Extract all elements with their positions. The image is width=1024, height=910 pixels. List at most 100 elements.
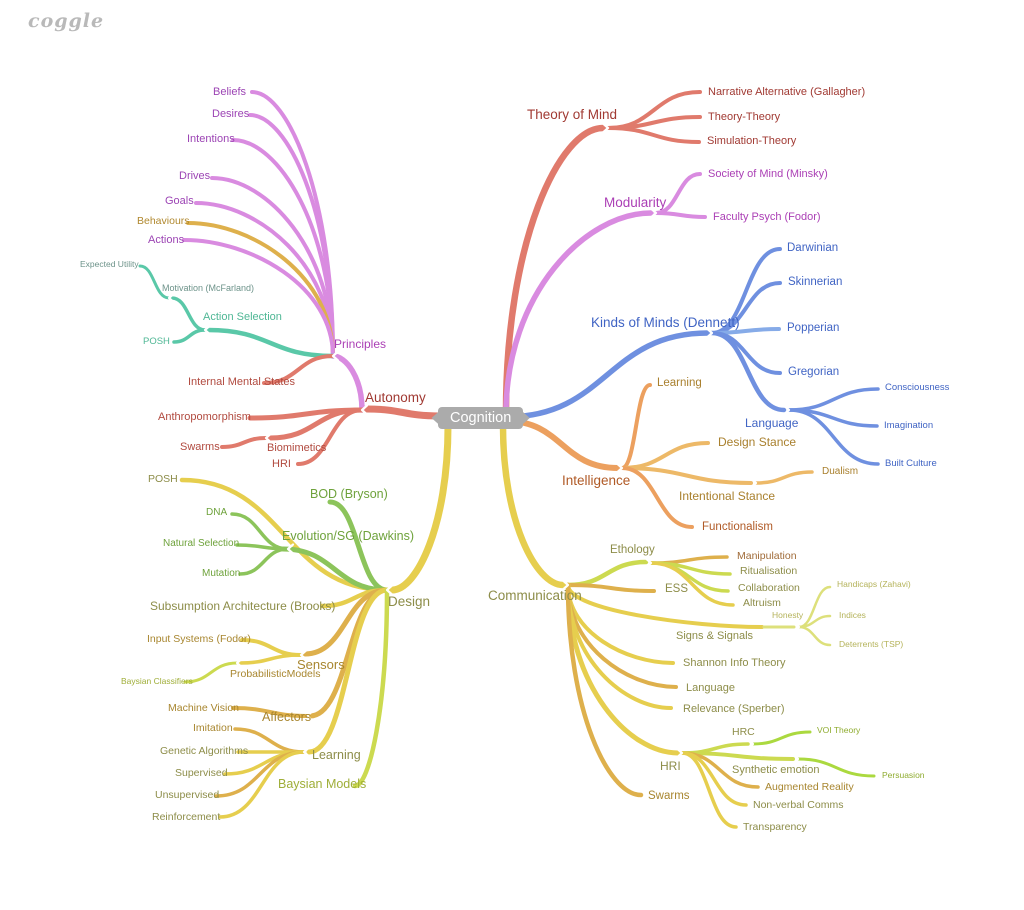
node-biomimetics[interactable]: Biomimetics bbox=[267, 442, 327, 454]
branch-posh_design[interactable] bbox=[179, 477, 390, 593]
branch-simulation[interactable] bbox=[606, 126, 701, 144]
node-posh_teal[interactable]: POSH bbox=[143, 336, 170, 347]
node-subsumption[interactable]: Subsumption Architecture (Brooks) bbox=[150, 599, 336, 613]
branch-design[interactable] bbox=[388, 422, 452, 594]
node-modularity[interactable]: Modularity bbox=[604, 195, 667, 210]
branch-consciousness[interactable] bbox=[787, 387, 880, 412]
node-imagination[interactable]: Imagination bbox=[884, 420, 934, 431]
node-built_culture[interactable]: Built Culture bbox=[885, 458, 937, 469]
node-manipulation[interactable]: Manipulation bbox=[737, 550, 797, 562]
node-augmented[interactable]: Augmented Reality bbox=[765, 781, 854, 793]
node-posh_design[interactable]: POSH bbox=[148, 473, 178, 485]
branch-signs[interactable] bbox=[566, 583, 764, 629]
node-ess[interactable]: ESS bbox=[665, 583, 689, 595]
branch-evolution[interactable] bbox=[280, 546, 390, 593]
branch-indices[interactable] bbox=[797, 614, 832, 629]
node-swarms_comm[interactable]: Swarms bbox=[648, 790, 690, 802]
branch-transparency[interactable] bbox=[680, 751, 738, 829]
node-probabilistic[interactable]: ProbabilisticModels bbox=[230, 668, 321, 680]
node-hrc[interactable]: HRC bbox=[732, 726, 755, 738]
branch-dualism[interactable] bbox=[754, 470, 814, 485]
branch-learning_design[interactable] bbox=[306, 587, 390, 755]
node-intentional[interactable]: Intentional Stance bbox=[679, 489, 776, 503]
node-intentions[interactable]: Intentions bbox=[187, 133, 235, 145]
branch-deterrents[interactable] bbox=[797, 625, 832, 647]
branch-autonomy[interactable] bbox=[362, 405, 444, 420]
node-principles[interactable]: Principles bbox=[334, 337, 387, 351]
branch-intentions[interactable] bbox=[231, 138, 335, 358]
branch-expected_utility[interactable] bbox=[138, 264, 171, 300]
branch-nonverbal[interactable] bbox=[680, 751, 748, 807]
node-learning_design[interactable]: Learning bbox=[312, 748, 361, 762]
node-shannon[interactable]: Shannon Info Theory bbox=[683, 657, 786, 669]
node-voi[interactable]: VOI Theory bbox=[817, 725, 861, 735]
node-popperian[interactable]: Popperian bbox=[787, 322, 840, 334]
branch-posh_teal[interactable] bbox=[172, 328, 207, 344]
node-baysian_classifiers[interactable]: Baysian Classifiers bbox=[121, 676, 193, 686]
node-expected_utility[interactable]: Expected Utility bbox=[80, 259, 139, 269]
branch-faculty[interactable] bbox=[654, 211, 707, 219]
node-imitation[interactable]: Imitation bbox=[193, 722, 233, 734]
node-design_stance[interactable]: Design Stance bbox=[718, 435, 797, 449]
node-unsupervised[interactable]: Unsupervised bbox=[155, 789, 220, 801]
branch-hri_auto[interactable] bbox=[296, 408, 364, 466]
branch-baysian_classifiers[interactable] bbox=[183, 661, 239, 684]
branch-intelligence[interactable] bbox=[503, 418, 621, 471]
node-deterrents[interactable]: Deterrents (TSP) bbox=[839, 639, 904, 649]
node-input_systems[interactable]: Input Systems (Fodor) bbox=[147, 633, 251, 645]
node-darwinian[interactable]: Darwinian bbox=[787, 242, 839, 254]
node-machine_vision[interactable]: Machine Vision bbox=[168, 702, 240, 714]
node-evolution[interactable]: Evolution/SG (Dawkins) bbox=[282, 529, 414, 543]
node-bod[interactable]: BOD (Bryson) bbox=[310, 487, 388, 501]
branch-functionalism[interactable] bbox=[620, 466, 694, 529]
node-genetic[interactable]: Genetic Algorithms bbox=[160, 745, 249, 757]
branch-relevance[interactable] bbox=[566, 583, 673, 710]
node-kinds[interactable]: Kinds of Minds (Dennett) bbox=[591, 315, 740, 330]
node-mutation[interactable]: Mutation bbox=[202, 568, 241, 579]
node-signs[interactable]: Signs & Signals bbox=[676, 630, 754, 642]
node-theory_theory[interactable]: Theory-Theory bbox=[708, 111, 781, 123]
node-learning_intel[interactable]: Learning bbox=[657, 377, 702, 389]
node-sensors[interactable]: Sensors bbox=[297, 657, 345, 672]
branch-biomimetics[interactable] bbox=[267, 407, 365, 441]
node-baysian_models[interactable]: Baysian Models bbox=[278, 777, 367, 791]
branch-reinforcement[interactable] bbox=[218, 750, 306, 819]
node-language_comm[interactable]: Language bbox=[686, 682, 735, 694]
branch-altruism[interactable] bbox=[649, 561, 735, 607]
node-dualism[interactable]: Dualism bbox=[822, 466, 859, 477]
branch-swarms_comm[interactable] bbox=[565, 582, 644, 798]
node-skinnerian[interactable]: Skinnerian bbox=[788, 276, 843, 288]
node-action_selection[interactable]: Action Selection bbox=[203, 311, 282, 323]
branch-design_stance[interactable] bbox=[620, 441, 710, 470]
branch-theory_theory[interactable] bbox=[606, 115, 702, 130]
branch-ethology[interactable] bbox=[565, 559, 649, 588]
branch-language_blue[interactable] bbox=[709, 330, 787, 413]
branch-internal_mental[interactable] bbox=[262, 354, 335, 385]
node-tom[interactable]: Theory of Mind bbox=[527, 107, 618, 122]
node-motivation[interactable]: Motivation (McFarland) bbox=[162, 283, 255, 293]
node-persuasion[interactable]: Persuasion bbox=[882, 770, 925, 780]
node-ritualisation[interactable]: Ritualisation bbox=[740, 565, 798, 577]
branch-learning_intel[interactable] bbox=[620, 383, 652, 470]
branch-swarms_auto[interactable] bbox=[220, 436, 268, 449]
node-beliefs[interactable]: Beliefs bbox=[213, 86, 247, 98]
branch-actions[interactable] bbox=[182, 238, 335, 358]
node-language_blue[interactable]: Language bbox=[745, 416, 799, 430]
branch-action_selection[interactable] bbox=[205, 327, 336, 359]
branch-voi[interactable] bbox=[751, 730, 812, 746]
node-behaviours[interactable]: Behaviours bbox=[137, 215, 190, 227]
branch-communication[interactable] bbox=[499, 422, 567, 589]
node-desires[interactable]: Desires bbox=[212, 108, 250, 120]
branch-baysian_models[interactable] bbox=[352, 587, 390, 789]
node-internal_mental[interactable]: Internal Mental States bbox=[188, 376, 296, 388]
branch-mutation[interactable] bbox=[238, 547, 290, 576]
branch-kinds[interactable] bbox=[503, 330, 711, 420]
node-natural_selection[interactable]: Natural Selection bbox=[163, 538, 240, 549]
branch-synthetic[interactable] bbox=[680, 751, 795, 761]
node-handicaps[interactable]: Handicaps (Zahavi) bbox=[837, 579, 911, 589]
node-drives[interactable]: Drives bbox=[179, 170, 211, 182]
root-node-cognition[interactable]: Cognition bbox=[431, 407, 530, 429]
node-society[interactable]: Society of Mind (Minsky) bbox=[708, 168, 828, 180]
node-collaboration[interactable]: Collaboration bbox=[738, 582, 800, 594]
